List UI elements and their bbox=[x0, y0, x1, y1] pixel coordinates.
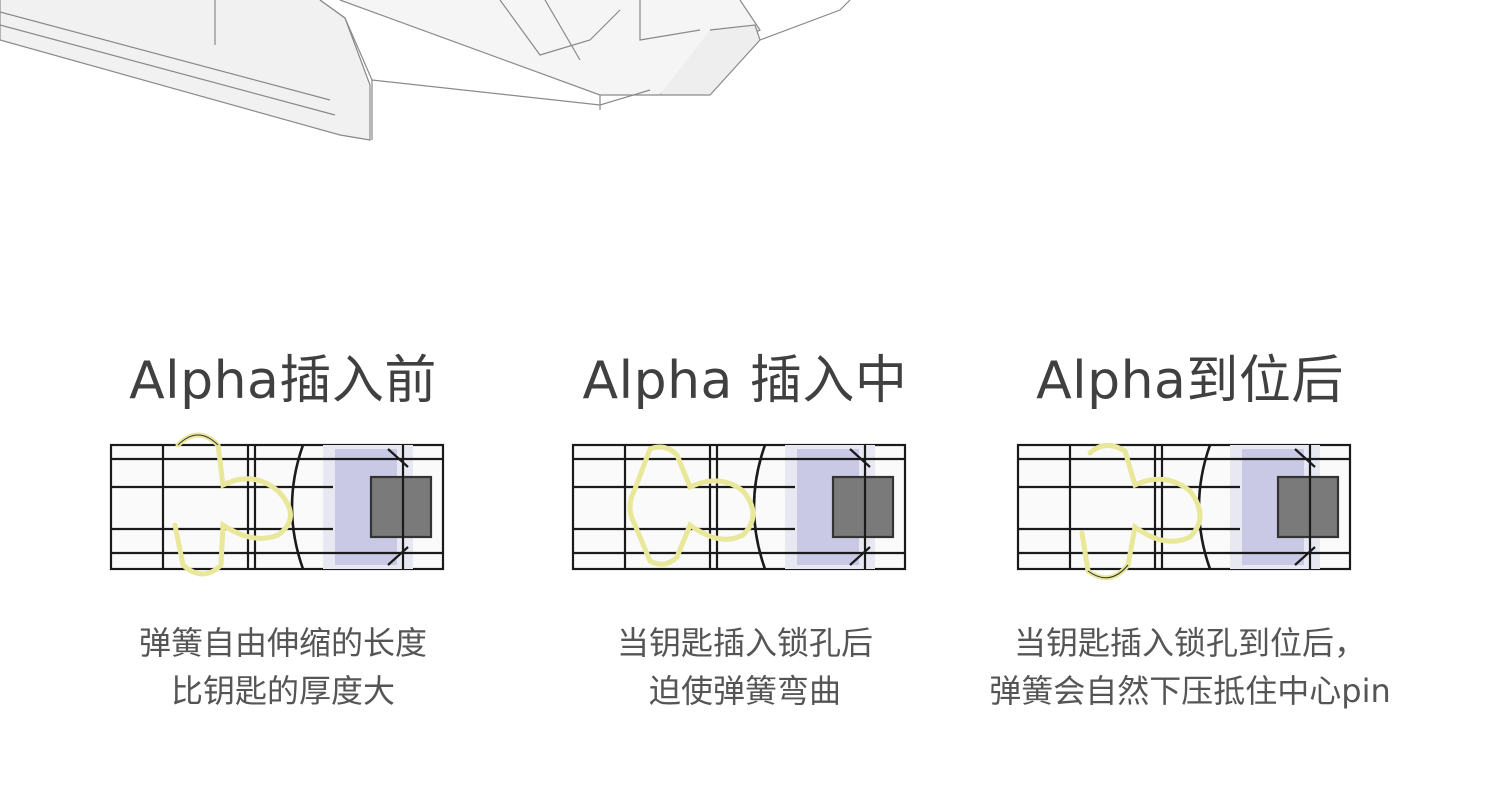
stage-caption: 弹簧自由伸缩的长度 比钥匙的厚度大 bbox=[63, 619, 503, 715]
stage-during-insert: Alpha 插入中 当钥匙插入锁孔后 迫使弹簧弯曲 bbox=[525, 345, 965, 715]
lock-cross-section-diagram bbox=[571, 443, 907, 571]
caption-line-1: 当钥匙插入锁孔后 bbox=[616, 624, 873, 662]
lock-cross-section-diagram bbox=[109, 432, 445, 577]
caption-line-1: 弹簧自由伸缩的长度 bbox=[138, 624, 427, 662]
lock-cross-section-diagram bbox=[1016, 443, 1352, 581]
caption-line-2: 迫使弹簧弯曲 bbox=[648, 672, 841, 710]
stage-title: Alpha 插入中 bbox=[582, 351, 908, 411]
stage-caption: 当钥匙插入锁孔后 迫使弹簧弯曲 bbox=[525, 619, 965, 715]
lock-3d-render bbox=[0, 0, 851, 141]
caption-line-1: 当钥匙插入锁孔到位后， bbox=[1013, 624, 1366, 662]
stage-after-insert: Alpha到位后 当钥匙插入锁孔到位后， 弹簧会自然下压抵住中心pin bbox=[970, 345, 1410, 715]
caption-line-2: 比钥匙的厚度大 bbox=[170, 672, 395, 710]
caption-line-2: 弹簧会自然下压抵住中心pin bbox=[989, 672, 1391, 710]
stage-title: Alpha插入前 bbox=[129, 351, 437, 411]
stage-before-insert: Alpha插入前 弹簧自由伸缩的长度 比钥匙的厚度大 bbox=[63, 345, 503, 715]
stage-caption: 当钥匙插入锁孔到位后， 弹簧会自然下压抵住中心pin bbox=[970, 619, 1410, 715]
stage-title: Alpha到位后 bbox=[1036, 351, 1344, 411]
